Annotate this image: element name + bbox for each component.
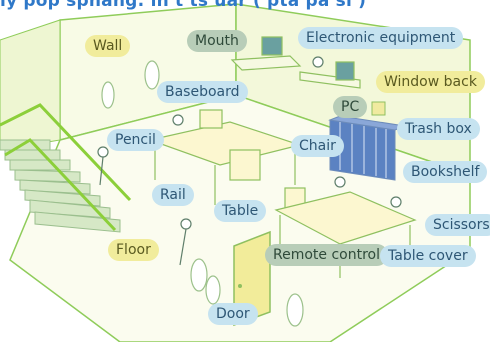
label-door: Door bbox=[208, 303, 258, 325]
label-scissors: Scissors bbox=[425, 214, 490, 236]
left-wall bbox=[0, 19, 61, 151]
label-table-cover: Table cover bbox=[380, 245, 476, 267]
plants bbox=[101, 60, 304, 327]
rail-line bbox=[0, 103, 132, 202]
door-shape bbox=[233, 230, 271, 327]
label-mouth: Mouth bbox=[187, 30, 247, 52]
label-chair: Chair bbox=[291, 135, 344, 157]
label-rail: Rail bbox=[152, 184, 194, 206]
label-pencil: Pencil bbox=[107, 129, 164, 151]
label-bookshelf: Bookshelf bbox=[403, 161, 488, 183]
label-electronic-equipment: Electronic equipment bbox=[298, 27, 464, 49]
label-window-back: Window back bbox=[376, 71, 485, 93]
header-text: ly pop sphang: in t ts uar ( pta pa si ) bbox=[0, 0, 367, 11]
trash-box bbox=[371, 101, 386, 116]
people bbox=[97, 56, 402, 266]
label-floor: Floor bbox=[108, 239, 159, 261]
back-desk bbox=[230, 36, 361, 89]
label-baseboard: Baseboard bbox=[157, 81, 248, 103]
label-remote-control: Remote control bbox=[265, 244, 388, 266]
label-trash-box: Trash box bbox=[397, 118, 480, 140]
label-wall: Wall bbox=[85, 35, 131, 57]
label-pc: PC bbox=[333, 96, 368, 118]
rail-line-2 bbox=[4, 138, 117, 232]
label-table: Table bbox=[214, 200, 267, 222]
